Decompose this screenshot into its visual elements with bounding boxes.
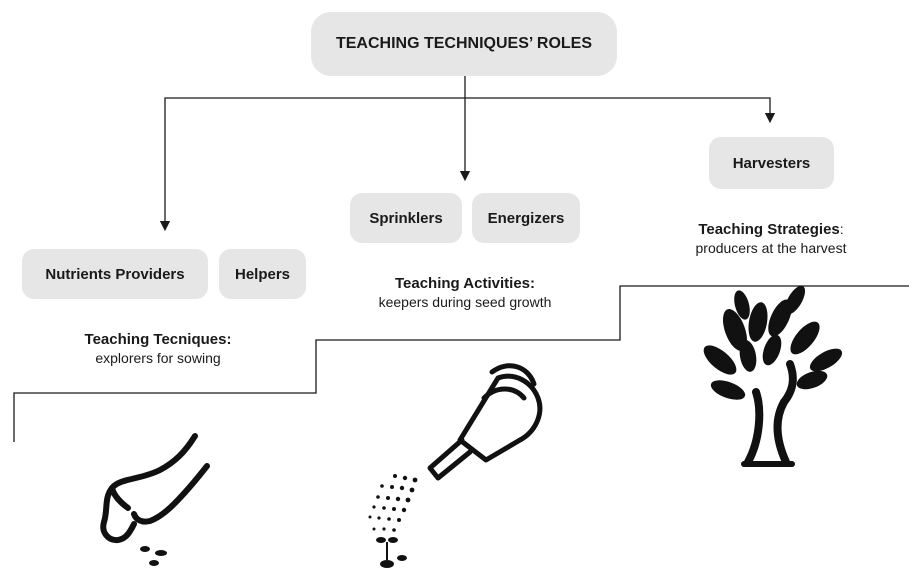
tree-icon	[703, 285, 843, 467]
sprinklers-label: Sprinklers	[369, 209, 443, 227]
water-drops	[368, 474, 418, 532]
sowing-caption-text: explorers for sowing	[95, 350, 221, 366]
hand-sowing-seeds-icon	[100, 433, 210, 566]
nutrients-providers-label: Nutrients Providers	[45, 265, 185, 283]
title-box: TEACHING TECHNIQUES’ ROLES	[311, 12, 617, 76]
harvesters-box: Harvesters	[709, 137, 834, 189]
energizers-box: Energizers	[472, 193, 580, 243]
harvest-caption-colon: :	[839, 221, 844, 237]
growth-caption-title: Teaching Activities:	[394, 275, 536, 292]
staircase-line	[13, 285, 909, 442]
connector-lines	[159, 76, 776, 232]
sprinklers-box: Sprinklers	[350, 193, 462, 243]
energizers-label: Energizers	[487, 209, 565, 227]
helpers-box: Helpers	[219, 249, 306, 299]
arrow-to-sowing	[159, 97, 465, 232]
growth-caption: Teaching Activities: keepers during seed…	[355, 275, 575, 311]
sowing-caption: Teaching Tecniques: explorers for sowing	[58, 331, 258, 367]
sprout-icon	[376, 537, 407, 568]
helpers-label: Helpers	[234, 265, 291, 283]
growth-caption-text: keepers during seed growth	[378, 294, 552, 310]
harvest-caption: Teaching Strategies: producers at the ha…	[666, 220, 876, 257]
nutrients-providers-box: Nutrients Providers	[22, 249, 208, 299]
arrow-to-harvest	[465, 97, 776, 124]
sowing-caption-title: Teaching Tecniques:	[84, 331, 232, 348]
harvesters-label: Harvesters	[732, 154, 811, 172]
page-title: TEACHING TECHNIQUES’ ROLES	[335, 35, 593, 52]
harvest-caption-title: Teaching Strategies	[698, 221, 840, 238]
harvest-caption-text: producers at the harvest	[695, 240, 847, 256]
watering-can-icon	[368, 363, 543, 568]
